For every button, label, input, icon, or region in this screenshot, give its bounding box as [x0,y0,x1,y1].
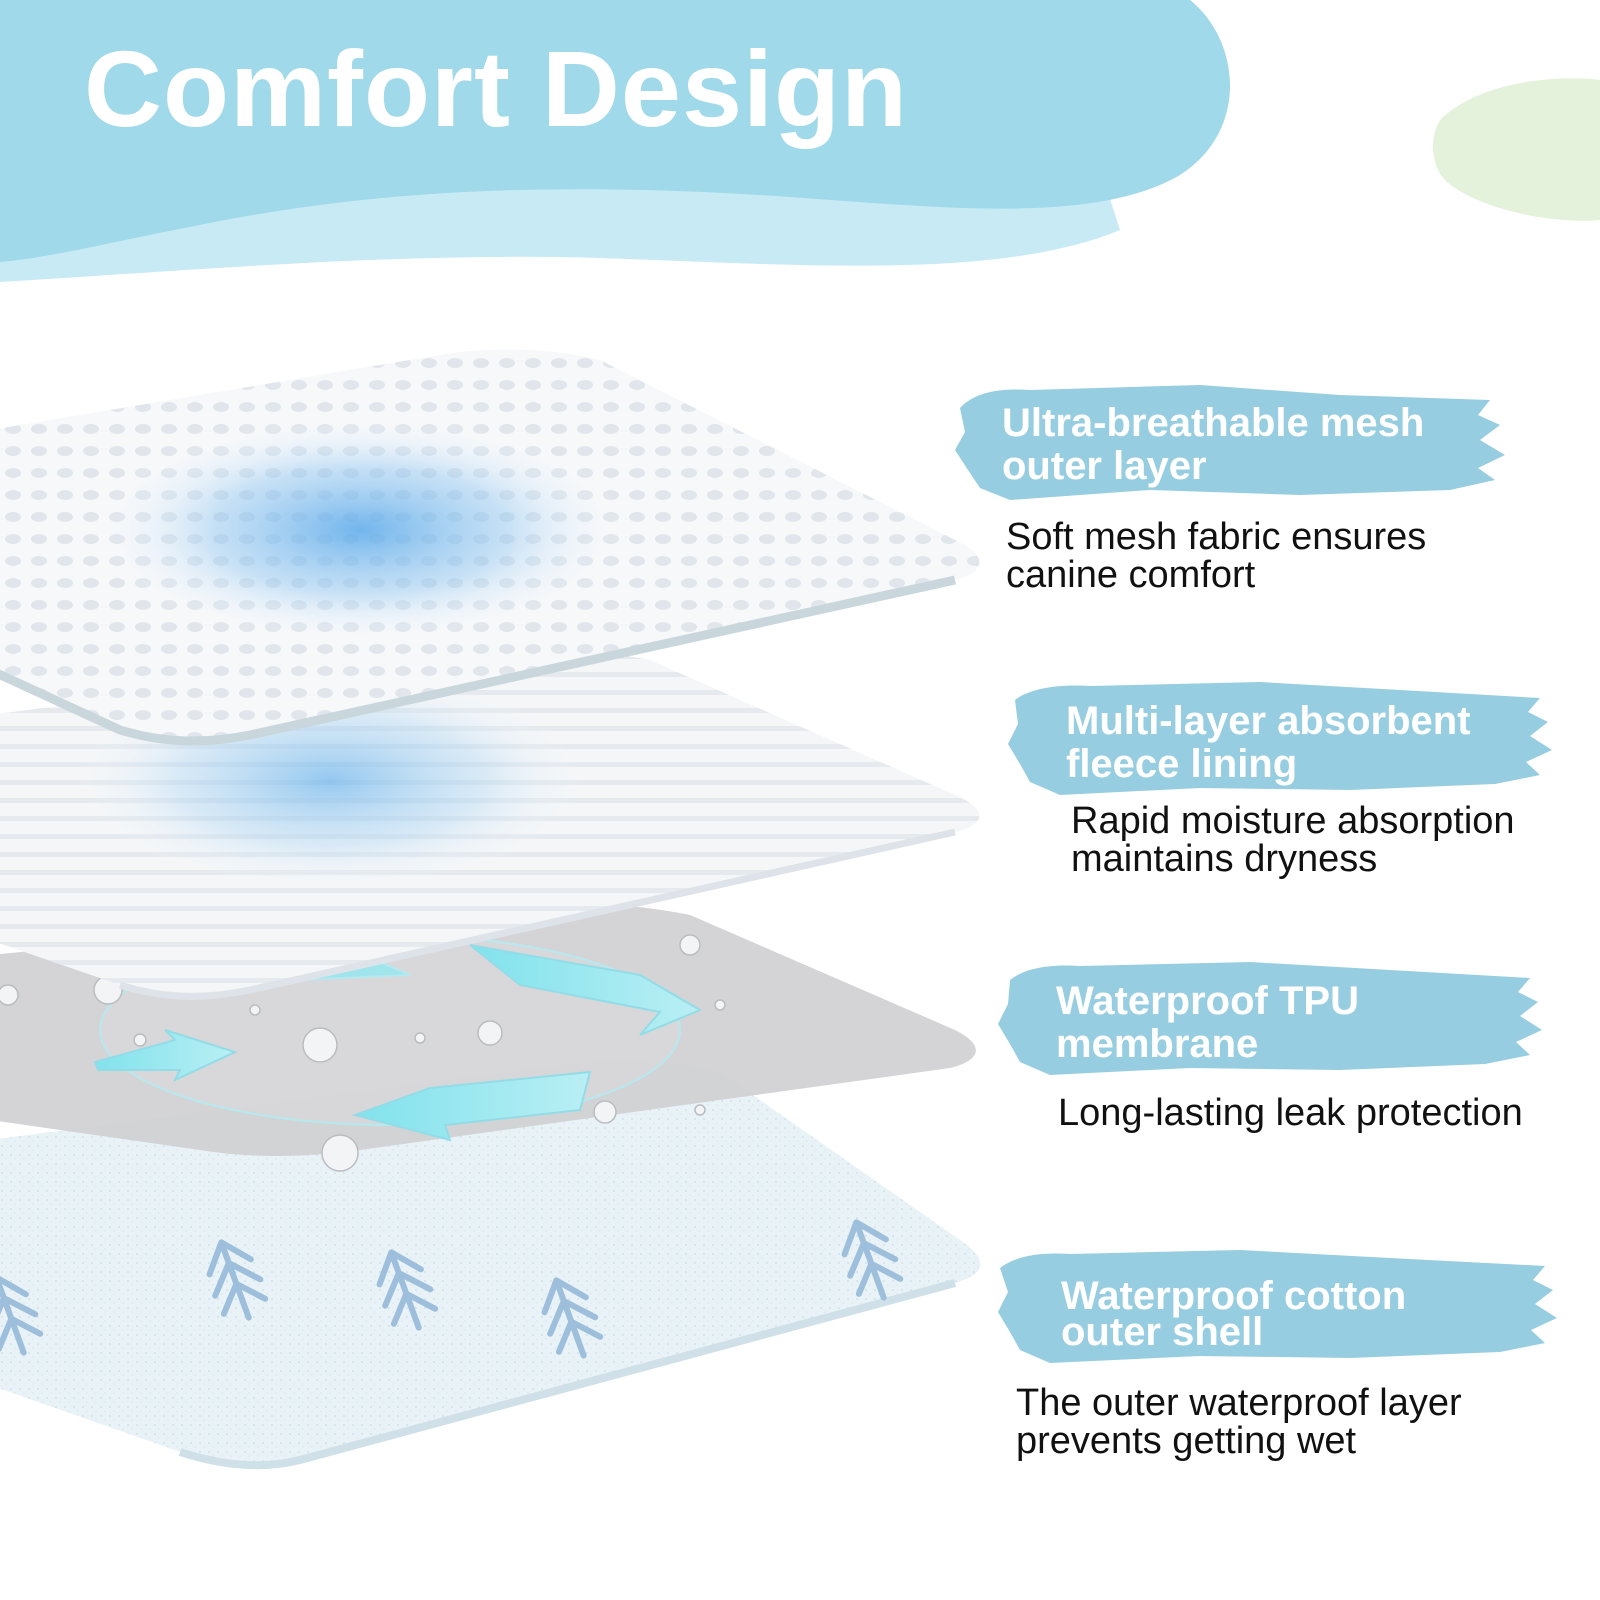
layer-title-line: Waterproof cotton [1061,1274,1407,1318]
layer-title-line: Multi-layer absorbent [1066,699,1471,743]
layer-desc-line: maintains dryness [1071,838,1378,880]
layer-desc-tpu: Long-lasting leak protection [1058,1094,1523,1132]
layer-title-tpu: Waterproof TPU membrane [1056,980,1359,1066]
brush-stroke-4 [998,1250,1557,1363]
layer-desc-line: prevents getting wet [1016,1420,1357,1462]
mesh-outer-layer [0,349,980,746]
layer-title-line: membrane [1056,1022,1259,1066]
layer-title-line: Ultra-breathable mesh [1002,401,1425,445]
layer-title-line: outer layer [1002,444,1207,488]
layer-desc-line: Long-lasting leak protection [1058,1092,1523,1134]
layer-title-cotton: Waterproof cotton outer shell [1061,1274,1407,1354]
layer-title-fleece: Multi-layer absorbent fleece lining [1066,700,1471,786]
layer-desc-cotton: The outer waterproof layer prevents gett… [1016,1384,1462,1460]
brush-stroke-2 [1008,682,1552,795]
layer-desc-line: The outer waterproof layer [1016,1382,1462,1424]
layer-desc-fleece: Rapid moisture absorption maintains dryn… [1071,802,1515,878]
layer-title-line: fleece lining [1066,742,1298,786]
layer-title-line: Waterproof TPU [1056,979,1359,1023]
layer-desc-line: canine comfort [1006,554,1256,596]
water-droplets [0,934,726,1172]
page-title: Comfort Design [84,28,908,149]
brush-stroke-1 [955,385,1505,500]
green-accent-blob [1433,78,1600,221]
cotton-shell-layer [0,1061,980,1470]
brush-stroke-3 [998,962,1542,1075]
header-blob [0,0,1230,262]
layer-title-mesh: Ultra-breathable mesh outer layer [1002,402,1424,488]
layer-title-line: outer shell [1061,1310,1264,1354]
layer-desc-line: Soft mesh fabric ensures [1006,516,1427,558]
layer-desc-line: Rapid moisture absorption [1071,800,1515,842]
layer-desc-mesh: Soft mesh fabric ensures canine comfort [1006,518,1426,594]
